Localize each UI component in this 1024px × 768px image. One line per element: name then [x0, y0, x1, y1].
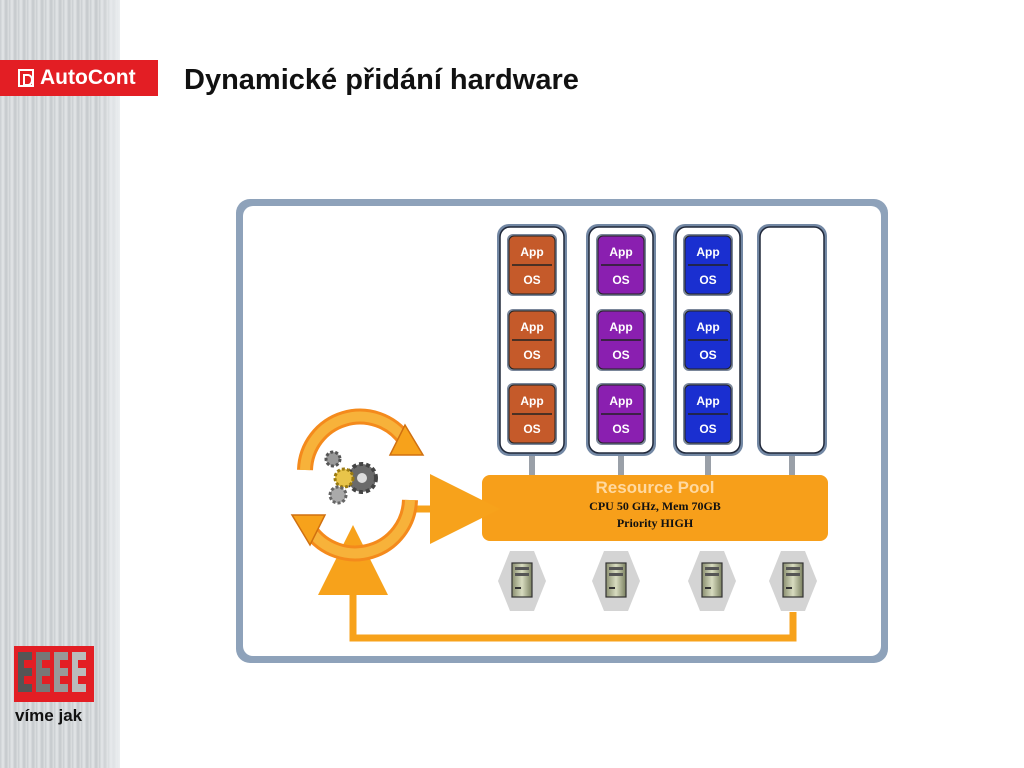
autocont-logo-icon	[18, 69, 34, 87]
server-icon	[688, 551, 736, 611]
vm-app-label: App	[520, 320, 543, 334]
pool-connector	[705, 456, 711, 476]
server-icon	[592, 551, 640, 611]
resource-pool	[482, 475, 828, 541]
vm-os-label: OS	[612, 348, 629, 362]
vm-os-label: OS	[523, 422, 540, 436]
vm-app-label: App	[696, 245, 719, 259]
pool-connector	[789, 456, 795, 476]
server-icon	[769, 551, 817, 611]
vm-app-label: App	[696, 320, 719, 334]
feedback-arrow	[318, 525, 797, 642]
vm-os-label: OS	[523, 273, 540, 287]
vm-os-label: OS	[523, 348, 540, 362]
logo-text: AutoCont	[40, 66, 136, 89]
vm-os-label: OS	[612, 422, 629, 436]
vm-app-label: App	[609, 245, 632, 259]
side-stripe-edge	[100, 0, 120, 768]
page-title: Dynamické přidání hardware	[184, 64, 579, 96]
slogan: víme jak	[15, 706, 83, 725]
autocont-logo: AutoCont	[0, 60, 158, 96]
vm-app-label: App	[520, 245, 543, 259]
vm-app-label: App	[696, 394, 719, 408]
resource-pool-title: Resource Pool	[595, 478, 714, 497]
vm-app-label: App	[609, 320, 632, 334]
vm-app-label: App	[609, 394, 632, 408]
vm-os-label: OS	[699, 422, 716, 436]
vm-os-label: OS	[612, 273, 629, 287]
host-column	[757, 224, 827, 456]
refresh-gears-icon	[290, 408, 425, 562]
pool-connector	[618, 456, 624, 476]
vime-jak-logo-icon	[14, 646, 94, 702]
vm-os-label: OS	[699, 273, 716, 287]
resource-pool-capacity: CPU 50 GHz, Mem 70GB	[589, 499, 721, 513]
vm-app-label: App	[520, 394, 543, 408]
server-icon	[498, 551, 546, 611]
pool-connector	[529, 456, 535, 476]
resource-pool-priority: Priority HIGH	[617, 516, 694, 530]
vm-os-label: OS	[699, 348, 716, 362]
